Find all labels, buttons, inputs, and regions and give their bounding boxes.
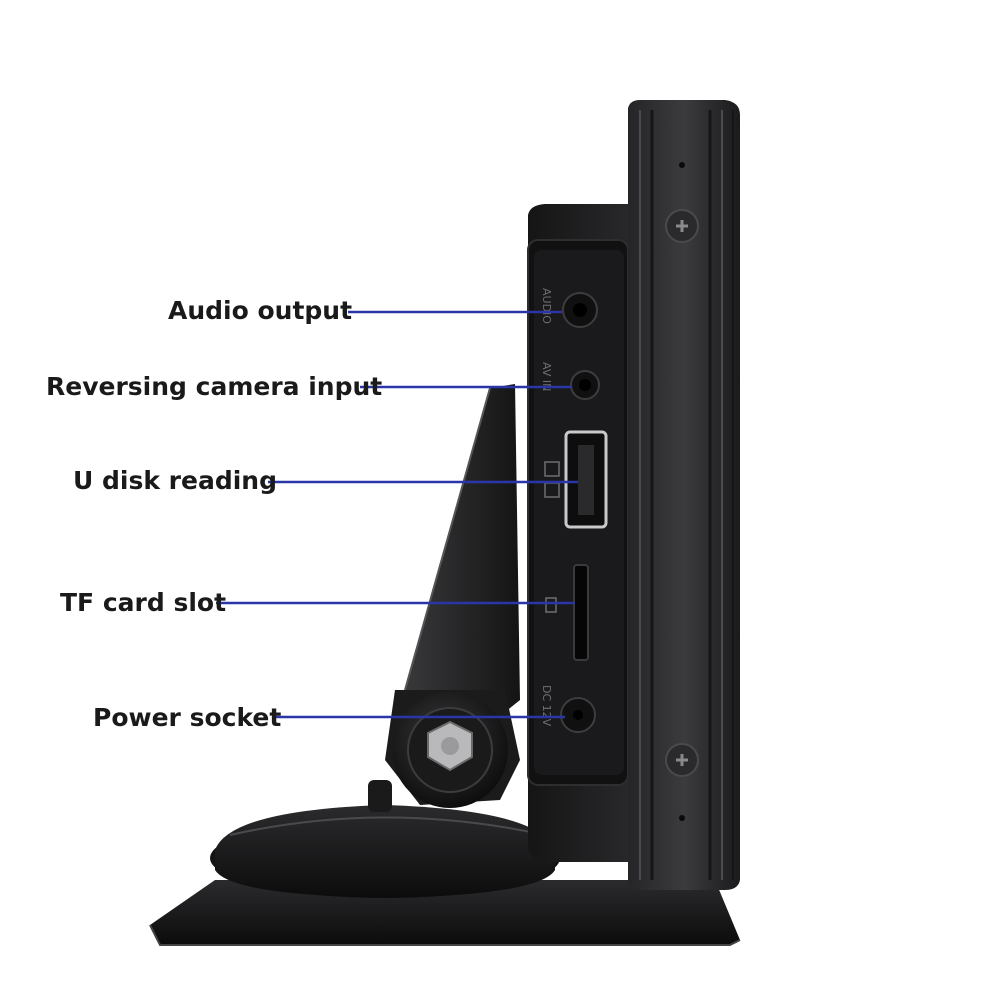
label-reversing-camera-input: Reversing camera input [46,372,383,401]
dc-power-port [560,697,596,733]
leader-lines [216,310,578,719]
av-in-marking: AV IN [540,362,553,391]
audio-jack-port [562,292,598,328]
screen-edge-fins [628,100,740,890]
label-audio-output: Audio output [168,296,353,325]
tf-card-port [545,564,589,661]
hinge-knob [392,692,508,808]
usb-port [544,430,608,529]
label-u-disk-reading: U disk reading [73,466,277,495]
label-tf-card-slot: TF card slot [60,588,227,617]
label-power-socket: Power socket [93,703,282,732]
audio-marking: AUDIO [540,288,553,324]
dc-marking: DC 12V [540,685,553,727]
av-in-port [570,370,600,400]
mount-base [149,780,741,946]
